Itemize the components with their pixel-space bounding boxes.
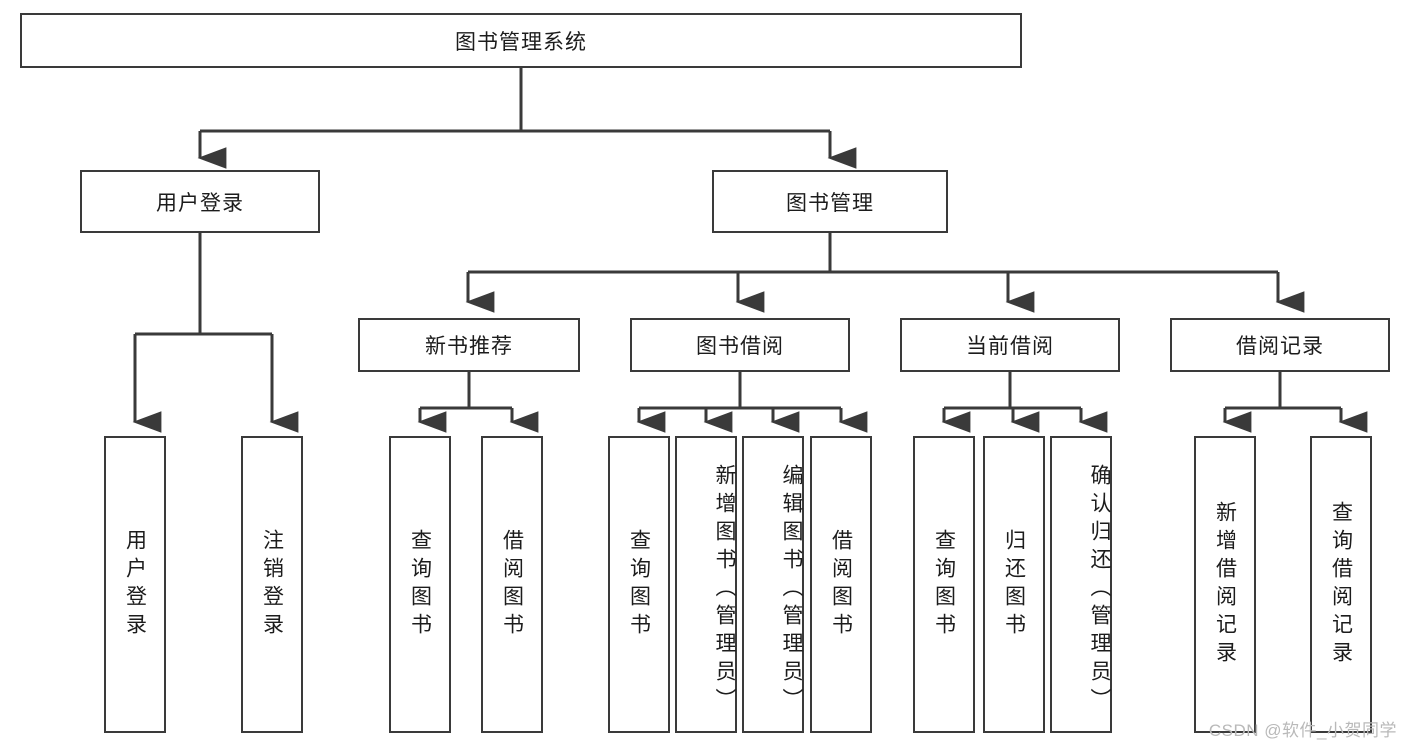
node-book-management[interactable]: 图书管理 <box>712 170 948 233</box>
leaf-label: 新增借阅记录 <box>1213 500 1237 669</box>
node-user-login-label: 用户登录 <box>156 191 244 215</box>
leaf-label: 归还图书 <box>1002 528 1026 641</box>
leaf-label: 查询图书 <box>627 528 651 641</box>
leaf-current-query-book[interactable]: 查询图书 <box>913 436 975 733</box>
node-borrow-record[interactable]: 借阅记录 <box>1170 318 1390 372</box>
leaf-user-login-login[interactable]: 用户登录 <box>104 436 166 733</box>
leaf-label: 查询借阅记录 <box>1329 500 1353 669</box>
node-user-login[interactable]: 用户登录 <box>80 170 320 233</box>
leaf-record-query-record[interactable]: 查询借阅记录 <box>1310 436 1372 733</box>
leaf-borrow-edit-book-admin[interactable]: 编辑图书（管理员） <box>742 436 804 733</box>
leaf-user-login-logout[interactable]: 注销登录 <box>241 436 303 733</box>
leaf-label: 查询图书 <box>408 528 432 641</box>
node-current-borrow-label: 当前借阅 <box>966 335 1054 358</box>
leaf-current-return-book[interactable]: 归还图书 <box>983 436 1045 733</box>
watermark: CSDN @软件_小贺同学 <box>1208 721 1397 740</box>
leaf-borrow-borrow-book[interactable]: 借阅图书 <box>810 436 872 733</box>
node-root[interactable]: 图书管理系统 <box>20 13 1022 68</box>
leaf-label: 借阅图书 <box>500 528 524 641</box>
leaf-label: 注销登录 <box>260 528 284 641</box>
leaf-label: 用户登录 <box>123 528 147 641</box>
leaf-borrow-query-book[interactable]: 查询图书 <box>608 436 670 733</box>
node-new-book-recommend-label: 新书推荐 <box>425 335 513 358</box>
leaf-label: 查询图书 <box>932 528 956 641</box>
node-book-borrow[interactable]: 图书借阅 <box>630 318 850 372</box>
leaf-label: 新增图书（管理员） <box>713 463 736 716</box>
node-book-management-label: 图书管理 <box>786 191 874 215</box>
leaf-label: 借阅图书 <box>829 528 853 641</box>
leaf-borrow-add-book-admin[interactable]: 新增图书（管理员） <box>675 436 737 733</box>
leaf-record-add-record[interactable]: 新增借阅记录 <box>1194 436 1256 733</box>
node-new-book-recommend[interactable]: 新书推荐 <box>358 318 580 372</box>
leaf-label: 编辑图书（管理员） <box>780 463 803 716</box>
leaf-current-confirm-return-admin[interactable]: 确认归还（管理员） <box>1050 436 1112 733</box>
leaf-label: 确认归还（管理员） <box>1088 463 1111 716</box>
leaf-recommend-borrow-book[interactable]: 借阅图书 <box>481 436 543 733</box>
node-current-borrow[interactable]: 当前借阅 <box>900 318 1120 372</box>
node-root-label: 图书管理系统 <box>455 30 587 54</box>
node-borrow-record-label: 借阅记录 <box>1236 335 1324 358</box>
node-book-borrow-label: 图书借阅 <box>696 335 784 358</box>
leaf-recommend-query-book[interactable]: 查询图书 <box>389 436 451 733</box>
